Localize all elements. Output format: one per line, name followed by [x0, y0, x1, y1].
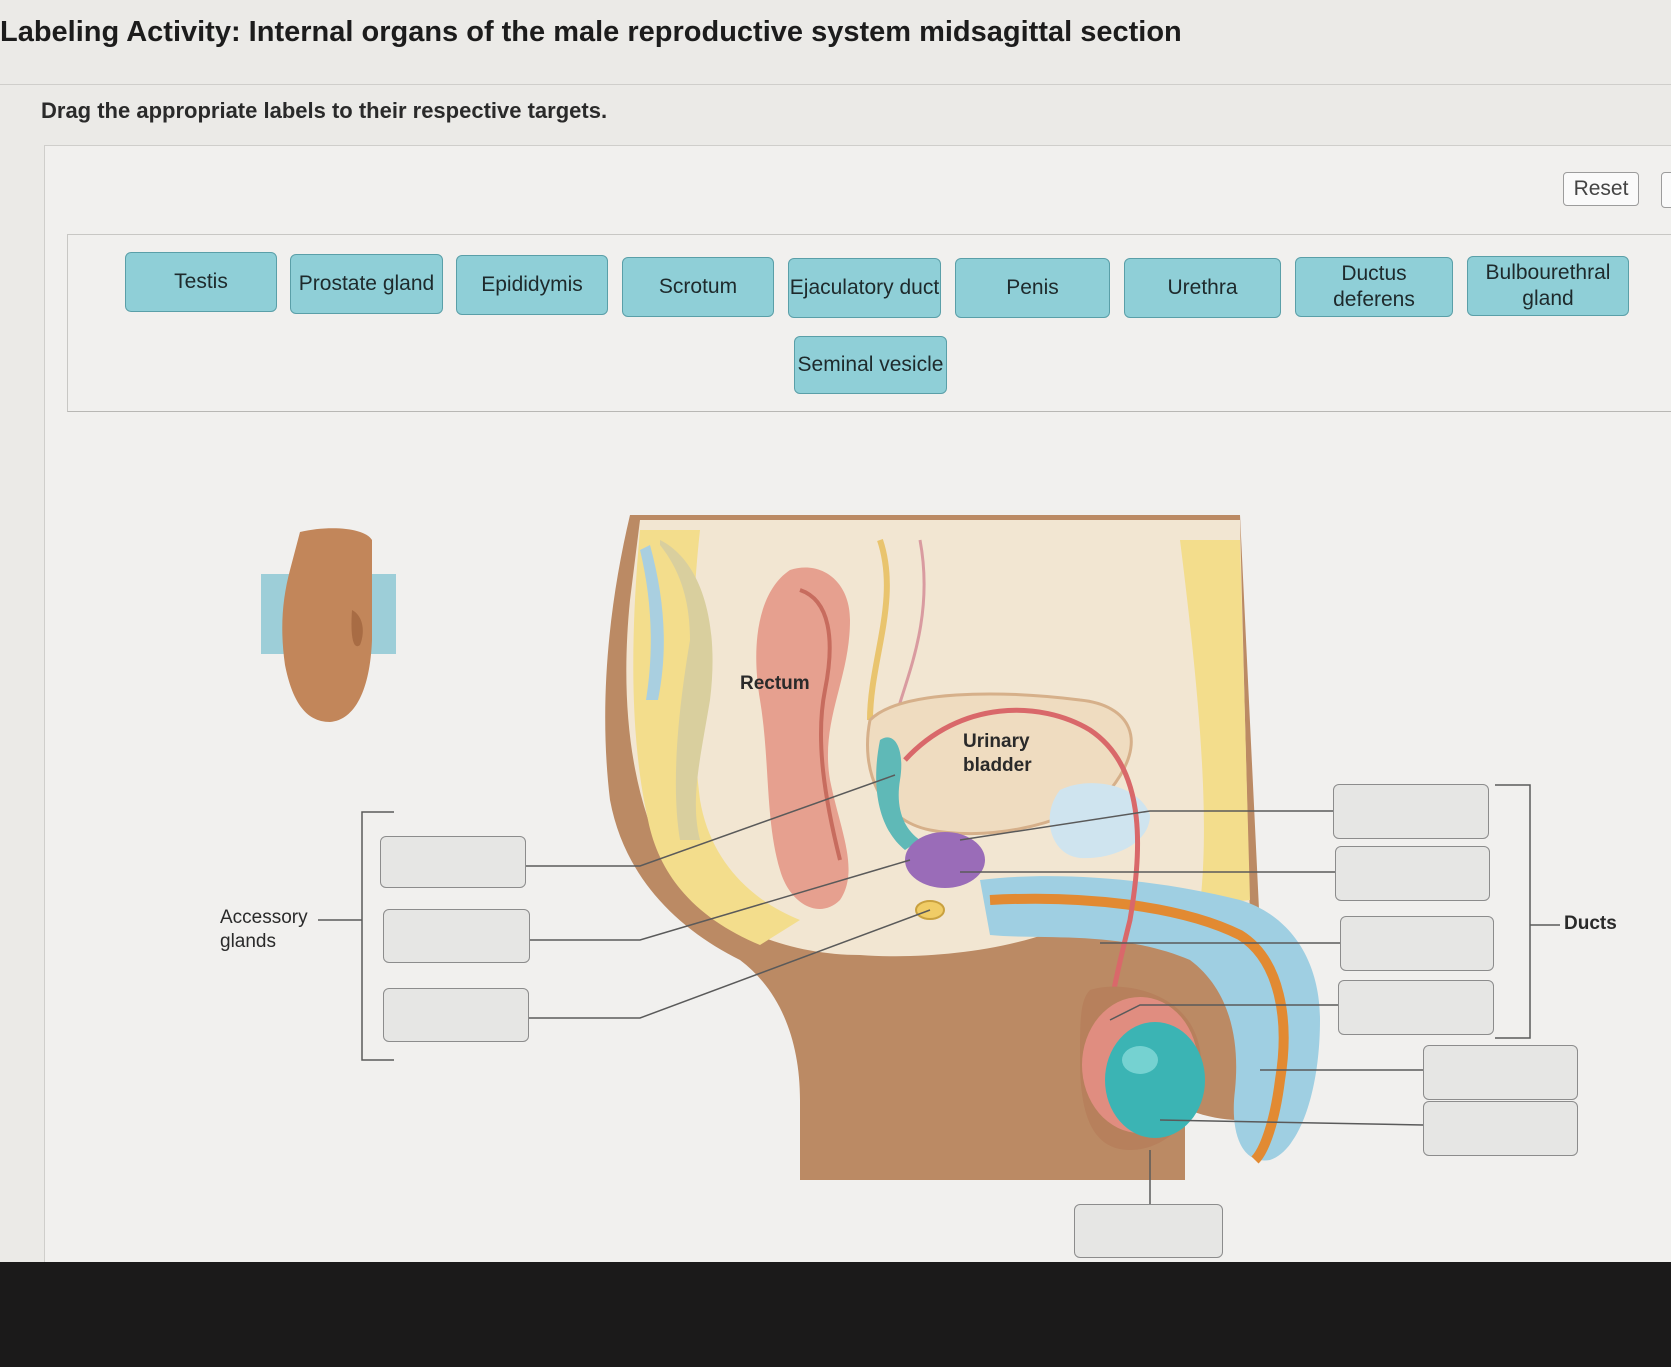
label-chip-epididymis[interactable]: Epididymis	[456, 255, 608, 315]
drop-target-accessory-3[interactable]	[383, 988, 529, 1042]
ducts-label: Ducts	[1564, 913, 1617, 934]
page-title: Labeling Activity: Internal organs of th…	[0, 16, 1182, 48]
label-chip-ductus-deferens[interactable]: Ductus deferens	[1295, 257, 1453, 317]
drop-target-right-5[interactable]	[1423, 1045, 1578, 1100]
drop-target-accessory-2[interactable]	[383, 909, 530, 963]
help-button[interactable]	[1661, 172, 1671, 208]
rectum-label: Rectum	[740, 673, 810, 694]
drop-target-bottom[interactable]	[1074, 1204, 1223, 1258]
drop-target-duct-2[interactable]	[1335, 846, 1490, 901]
label-chip-scrotum[interactable]: Scrotum	[622, 257, 774, 317]
drop-target-duct-4[interactable]	[1338, 980, 1494, 1035]
urinary-bladder-label: Urinary bladder	[963, 731, 1032, 776]
label-chip-prostate-gland[interactable]: Prostate gland	[290, 254, 443, 314]
label-chip-ejaculatory-duct[interactable]: Ejaculatory duct	[788, 258, 941, 318]
label-chip-bulbourethral-gland[interactable]: Bulbourethral gland	[1467, 256, 1629, 316]
label-chip-testis[interactable]: Testis	[125, 252, 277, 312]
drop-target-duct-1[interactable]	[1333, 784, 1489, 839]
drop-target-right-6[interactable]	[1423, 1101, 1578, 1156]
title-divider	[0, 84, 1671, 85]
screen-bezel	[0, 1262, 1671, 1367]
label-chip-seminal-vesicle[interactable]: Seminal vesicle	[794, 336, 947, 394]
label-chip-penis[interactable]: Penis	[955, 258, 1110, 318]
label-bank	[67, 234, 1671, 412]
accessory-glands-label: Accessory glands	[220, 907, 308, 952]
drop-target-duct-3[interactable]	[1340, 916, 1494, 971]
drop-target-accessory-1[interactable]	[380, 836, 526, 888]
instructions-text: Drag the appropriate labels to their res…	[41, 98, 608, 123]
reset-button[interactable]: Reset	[1563, 172, 1639, 206]
label-chip-urethra[interactable]: Urethra	[1124, 258, 1281, 318]
